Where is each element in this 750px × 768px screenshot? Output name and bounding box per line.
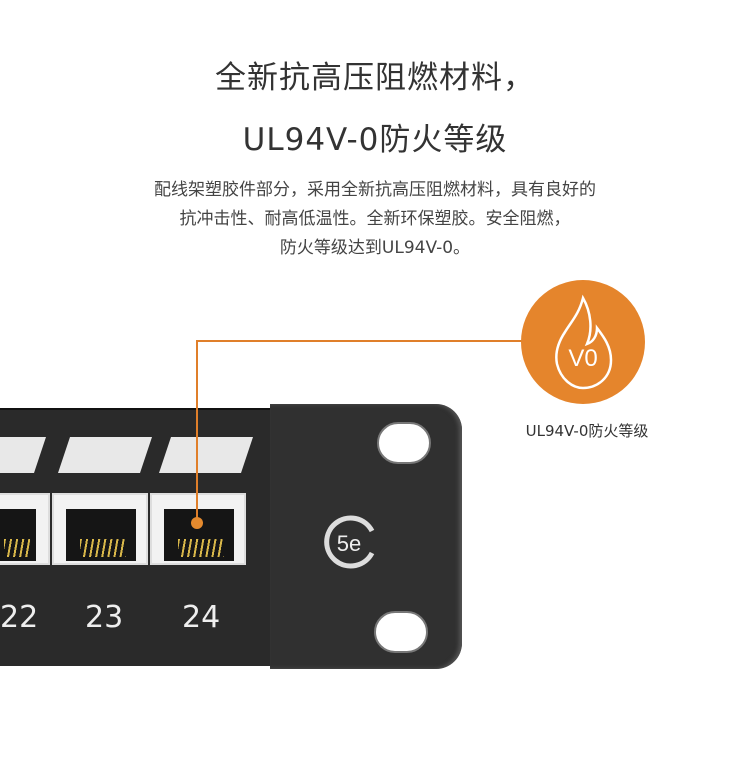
cat5e-logo-text: 5e [337, 531, 361, 556]
description-line: 配线架塑胶件部分，采用全新抗高压阻燃材料，具有良好的 [154, 180, 596, 200]
description-line: 抗冲击性、耐高低温性。全新环保塑胶。安全阻燃， [179, 209, 571, 229]
port-number: 23 [85, 600, 124, 635]
rj45-port-23 [52, 493, 148, 565]
badge-label: UL94V-0防火等级 [525, 422, 649, 440]
port-number: 24 [182, 600, 221, 635]
cat5e-logo-icon: 5e [322, 513, 380, 571]
callout-line [196, 340, 522, 342]
description: 配线架塑胶件部分，采用全新抗高压阻燃材料，具有良好的 抗冲击性、耐高低温性。全新… [0, 176, 750, 263]
heading-line2: UL94V-0防火等级 [242, 122, 508, 158]
port-label-strip [159, 437, 253, 473]
mounting-hole [377, 422, 431, 464]
flame-icon-text: V0 [568, 345, 597, 372]
flame-icon: V0 [555, 294, 613, 390]
port-number: 22 [0, 600, 39, 635]
rj45-port-24 [150, 493, 246, 565]
callout-line [196, 340, 198, 522]
heading-line1: 全新抗高压阻燃材料， [215, 60, 535, 96]
callout-dot [191, 517, 203, 529]
mounting-hole [374, 611, 428, 653]
description-line: 防火等级达到UL94V-0。 [279, 238, 471, 258]
port-label-strip [58, 437, 152, 473]
flame-badge: V0 [521, 280, 645, 404]
rj45-port-22 [0, 493, 50, 565]
